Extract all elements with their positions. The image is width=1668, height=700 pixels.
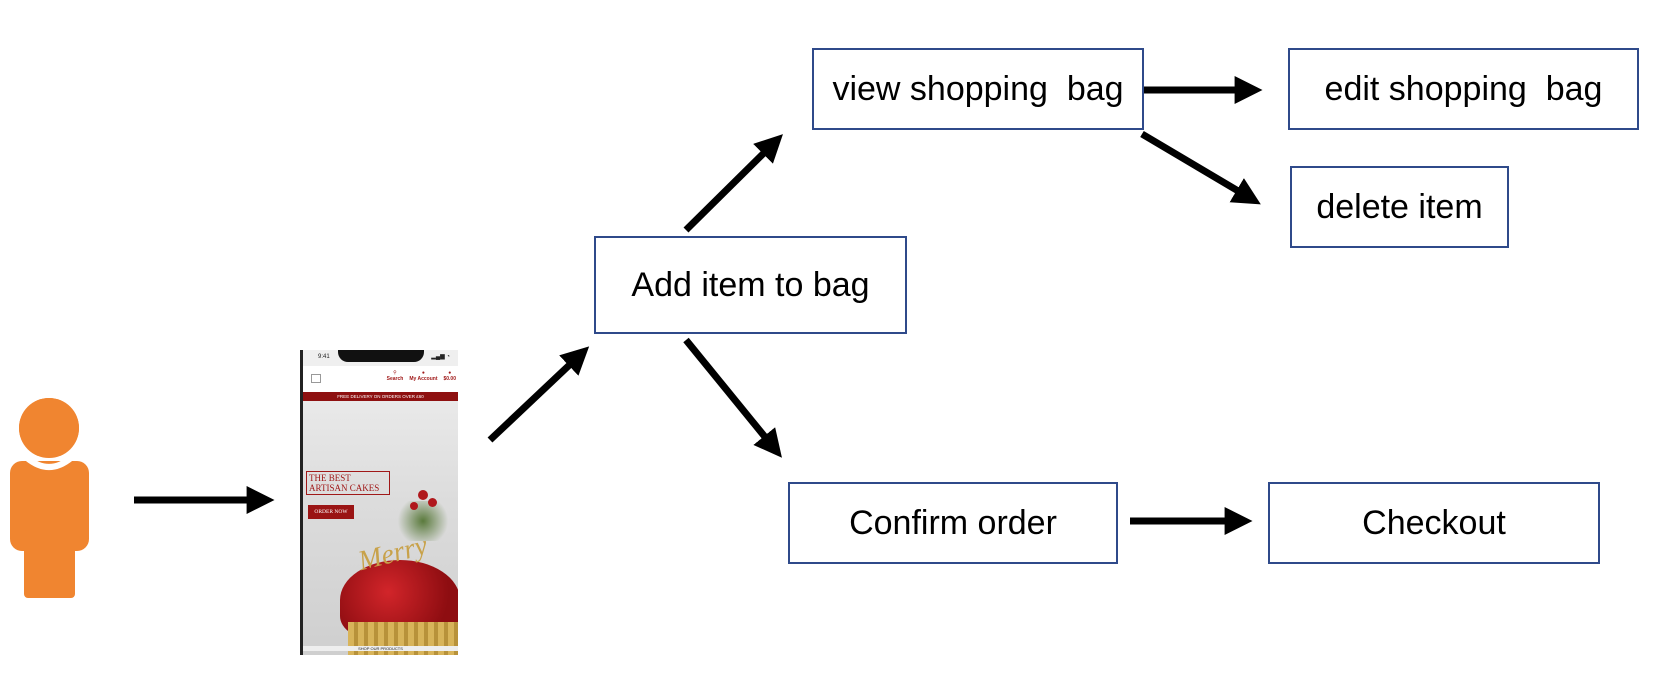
account-link[interactable]: ●My Account xyxy=(409,370,438,382)
node-label: delete item xyxy=(1316,187,1483,226)
search-link[interactable]: ⚲Search xyxy=(386,370,404,382)
person-icon xyxy=(10,398,89,598)
hamburger-menu-icon[interactable] xyxy=(311,374,321,383)
node-label: edit shopping bag xyxy=(1324,69,1603,108)
node-add-item-to-bag: Add item to bag xyxy=(594,236,907,334)
node-label: Confirm order xyxy=(849,503,1057,542)
promo-banner: FREE DELIVERY ON ORDERS OVER £60 xyxy=(303,392,458,401)
berry-decoration xyxy=(428,498,437,507)
bag-link[interactable]: ●$0.00 xyxy=(443,370,456,382)
arrow-view-to-delete xyxy=(1140,130,1261,205)
berry-decoration xyxy=(410,502,418,510)
order-now-button[interactable]: ORDER NOW xyxy=(308,505,354,519)
arrow-app-to-add xyxy=(487,346,590,443)
node-checkout: Checkout xyxy=(1268,482,1600,564)
berry-decoration xyxy=(418,490,428,500)
hero-headline: THE BEST ARTISAN CAKES xyxy=(306,471,390,495)
node-label: Checkout xyxy=(1362,503,1506,542)
node-label: Add item to bag xyxy=(631,265,870,304)
node-view-shopping-bag: view shopping bag xyxy=(812,48,1144,130)
status-icons: ▂▄▆ ◔ xyxy=(431,354,450,360)
app-header: ⚲Search ●My Account ●$0.00 xyxy=(303,366,458,392)
node-label: view shopping bag xyxy=(832,69,1124,108)
mobile-app-screenshot: Merry 9:41 ▂▄▆ ◔ ⚲Search ●My Account ●$0… xyxy=(300,350,458,655)
shop-products-link[interactable]: SHOP OUR PRODUCTS xyxy=(303,646,458,651)
node-confirm-order: Confirm order xyxy=(788,482,1118,564)
arrow-add-to-confirm xyxy=(683,337,782,458)
node-delete-item: delete item xyxy=(1290,166,1509,248)
arrow-add-to-view xyxy=(683,134,783,233)
status-time: 9:41 xyxy=(318,354,330,360)
node-edit-shopping-bag: edit shopping bag xyxy=(1288,48,1639,130)
header-nav: ⚲Search ●My Account ●$0.00 xyxy=(387,370,456,382)
